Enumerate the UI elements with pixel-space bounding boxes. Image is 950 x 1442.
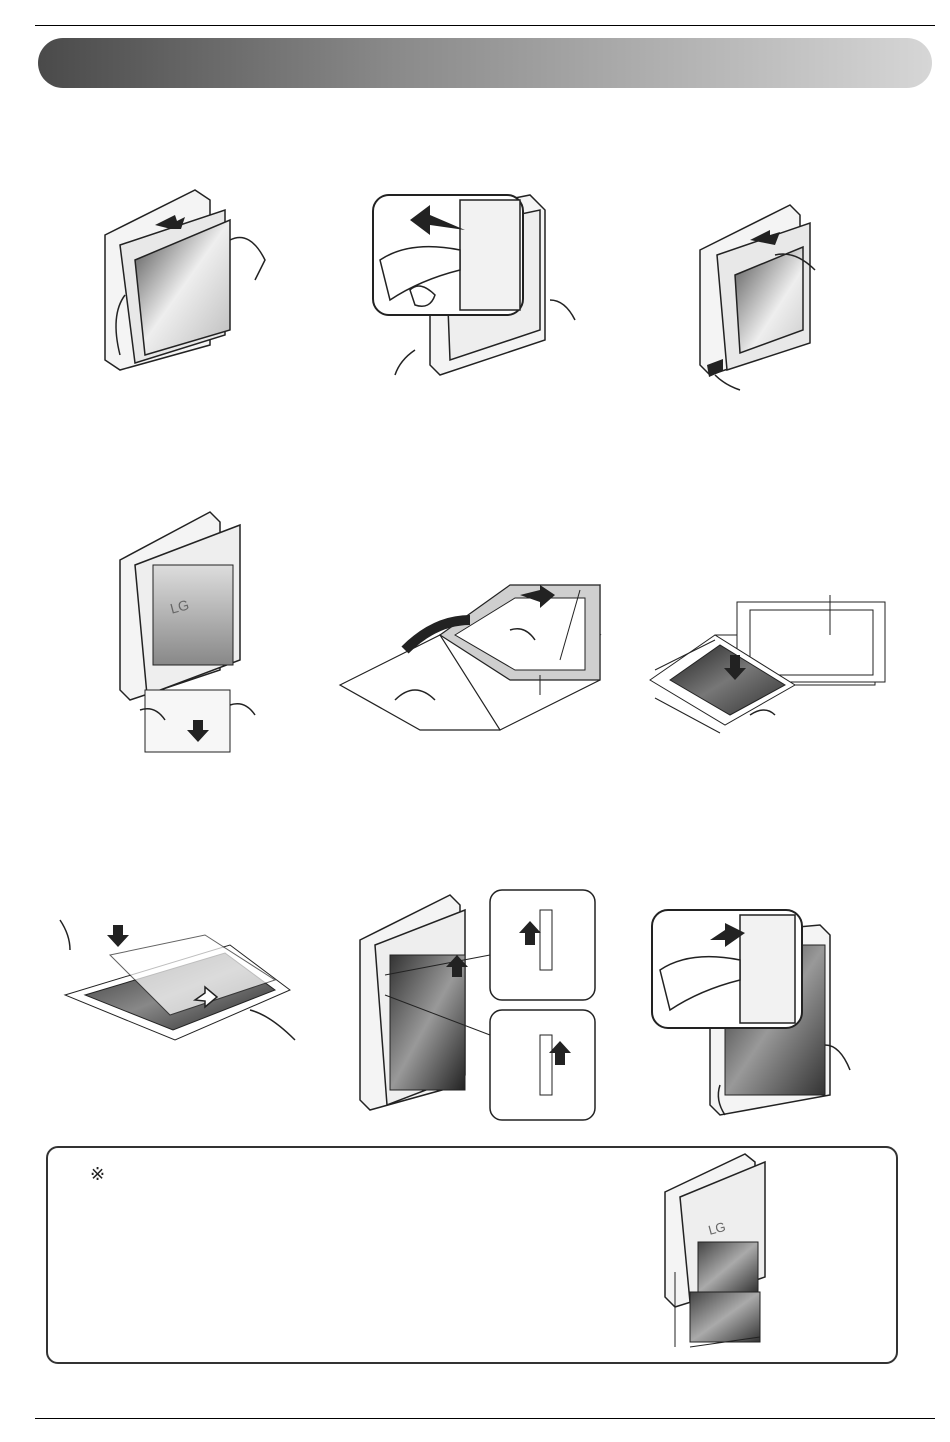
release-latch-icon	[370, 190, 580, 380]
note-symbol: ※	[90, 1164, 105, 1185]
remove-front-panel-icon	[95, 185, 275, 375]
lock-latch-icon	[650, 905, 860, 1120]
pull-out-sheet-icon: LG	[115, 510, 265, 755]
section-banner	[38, 38, 932, 88]
top-rule	[35, 25, 935, 26]
bottom-rule	[35, 1418, 935, 1419]
reinstall-frame-icon	[355, 885, 600, 1125]
insert-picture-icon	[645, 590, 895, 740]
open-frame-icon	[335, 580, 610, 740]
cover-picture-icon	[55, 915, 305, 1060]
lift-panel-icon	[695, 195, 855, 395]
picture-dimension-icon: LG	[660, 1152, 785, 1357]
